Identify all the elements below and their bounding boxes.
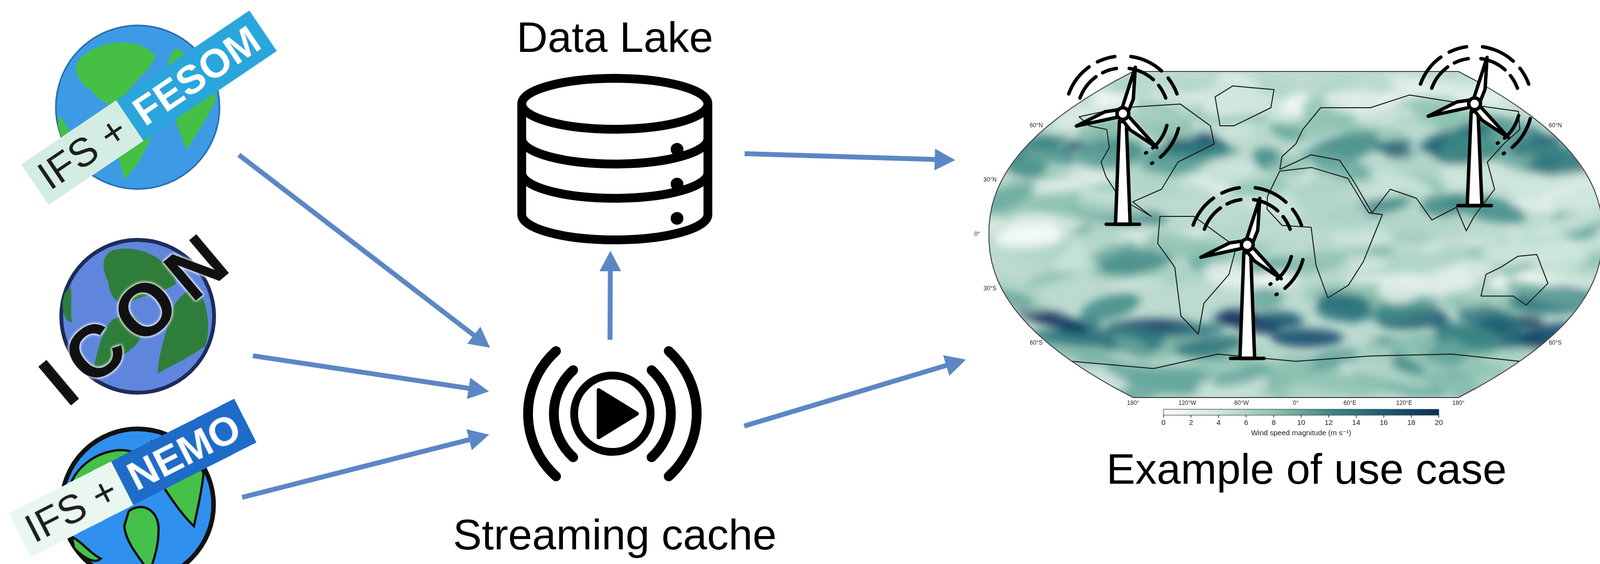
- colorbar-tick: 10: [1297, 418, 1306, 428]
- flow-arrow: [252, 356, 489, 400]
- longitude-label: 180°: [1127, 400, 1140, 407]
- arrow-head: [934, 148, 956, 171]
- colorbar-tick: 18: [1406, 418, 1416, 428]
- model-logo: ICON: [61, 240, 215, 393]
- logo-text: ICON: [26, 215, 248, 418]
- flow-arrow: [242, 429, 489, 498]
- latitude-label: 0°: [974, 231, 980, 238]
- flow-arrow: [239, 154, 491, 348]
- streaming-icon: [528, 351, 697, 477]
- logo-text: IFS +: [8, 461, 134, 558]
- colorbar-tick: 16: [1379, 418, 1388, 428]
- wind-map: [951, 63, 1600, 413]
- storage-node: Data Lake: [504, 9, 726, 245]
- latitude-label: 60°N: [1029, 122, 1043, 129]
- arrow-head: [943, 355, 967, 376]
- arrow-head: [599, 250, 622, 272]
- colorbar-tick: 4: [1216, 418, 1221, 428]
- arrow-line: [252, 356, 471, 389]
- longitude-label: 0°: [1292, 400, 1299, 407]
- arrow-line: [744, 364, 948, 427]
- arrow-line: [239, 154, 476, 337]
- latitude-label: 60°S: [1549, 339, 1562, 347]
- latitude-label: 30°N: [983, 176, 997, 184]
- arrow-head: [467, 326, 491, 348]
- colorbar-tick: 20: [1434, 418, 1444, 428]
- database-icon: [521, 78, 708, 241]
- longitude-label: 60°W: [1234, 400, 1249, 407]
- longitude-label: 120°E: [1396, 400, 1413, 407]
- latitude-label: 60°N: [1548, 122, 1562, 129]
- longitude-label: 120°W: [1178, 400, 1197, 407]
- arrow-line: [744, 153, 937, 160]
- arrow-head: [466, 377, 489, 400]
- colorbar-tick: 2: [1188, 418, 1193, 428]
- colorbar-tick: 6: [1243, 418, 1248, 428]
- model-logo: IFS +NEMO: [61, 429, 214, 564]
- colorbar-tick: 14: [1352, 418, 1361, 428]
- logo-strip: IFS +FESOM: [21, 10, 277, 206]
- flow-arrow: [744, 148, 956, 171]
- flow-arrow: [599, 250, 622, 340]
- colorbar-title: Wind speed magnitude (m s⁻¹): [1251, 429, 1352, 438]
- longitude-label: 180°: [1452, 400, 1465, 407]
- arrow-line: [242, 439, 471, 498]
- colorbar-tick: 12: [1324, 418, 1334, 428]
- latitude-label: 30°S: [983, 285, 997, 292]
- node-label: Data Lake: [504, 13, 726, 62]
- stream-node: Streaming cache: [494, 342, 735, 559]
- model-logo: IFS +FESOM: [55, 25, 220, 190]
- arrow-head: [466, 429, 489, 451]
- flow-arrow: [744, 355, 967, 427]
- logo-text: IFS +: [21, 100, 144, 206]
- node-label: Streaming cache: [453, 512, 777, 558]
- colorbar-tick: 8: [1271, 418, 1276, 428]
- colorbar: [1163, 409, 1439, 418]
- wind-turbines: [1068, 47, 1531, 360]
- colorbar-tick: 0: [1161, 418, 1166, 428]
- logo-text: FESOM: [116, 10, 277, 142]
- logo-text: NEMO: [111, 398, 257, 506]
- latitude-label: 60°S: [1029, 339, 1043, 347]
- logo-strip: IFS +NEMO: [8, 398, 257, 558]
- arrow-line: [607, 269, 613, 340]
- longitude-label: 60°E: [1343, 400, 1357, 407]
- node-label: Example of use case: [1106, 446, 1507, 492]
